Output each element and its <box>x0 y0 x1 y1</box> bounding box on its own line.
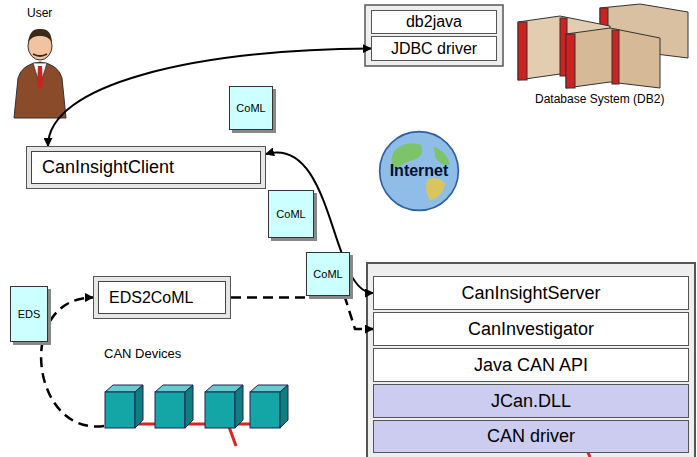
caption-label: User <box>27 6 52 20</box>
caption-label: Database System (DB2) <box>535 92 664 106</box>
layer-box: CanInvestigator <box>373 312 689 346</box>
layer-box: JDBC driver <box>371 36 497 61</box>
layer-box: CAN driver <box>373 420 689 453</box>
can-devices <box>105 385 288 446</box>
message-document: CoML <box>306 252 350 296</box>
node-text: CanInsightClient <box>42 157 174 178</box>
server-stack-frame <box>367 263 695 457</box>
message-document: EDS <box>10 286 48 342</box>
user-figure <box>14 29 66 118</box>
node-text: CAN Devices <box>104 346 181 361</box>
node-text: CanInsightServer <box>461 283 600 304</box>
node-text: Internet <box>390 162 449 180</box>
db-stack-frame <box>365 5 503 66</box>
database-servers <box>518 4 688 88</box>
device-group: CAN Devices <box>104 346 288 430</box>
node-text: CAN driver <box>487 426 575 447</box>
node-text: CanInvestigator <box>468 319 594 340</box>
node-text: db2java <box>406 13 462 31</box>
layer-box: JCan.DLL <box>373 384 689 418</box>
client-box: CanInsightClient <box>31 151 261 184</box>
node-text: Java CAN API <box>474 355 588 376</box>
message-connector <box>48 49 371 147</box>
layer-box: CanInsightServer <box>373 276 689 310</box>
internet-globe: Internet <box>378 130 460 212</box>
converter-box: EDS2CoML <box>98 281 226 314</box>
message-connector <box>231 298 373 330</box>
message-connector <box>41 298 104 427</box>
layer-box: db2java <box>371 10 497 34</box>
node-text: JCan.DLL <box>491 391 571 412</box>
node-text: JDBC driver <box>391 40 477 58</box>
message-document: CoML <box>268 190 314 238</box>
layer-box: Java CAN API <box>373 348 689 382</box>
message-document: CoML <box>229 86 273 130</box>
node-text: EDS2CoML <box>109 289 193 307</box>
